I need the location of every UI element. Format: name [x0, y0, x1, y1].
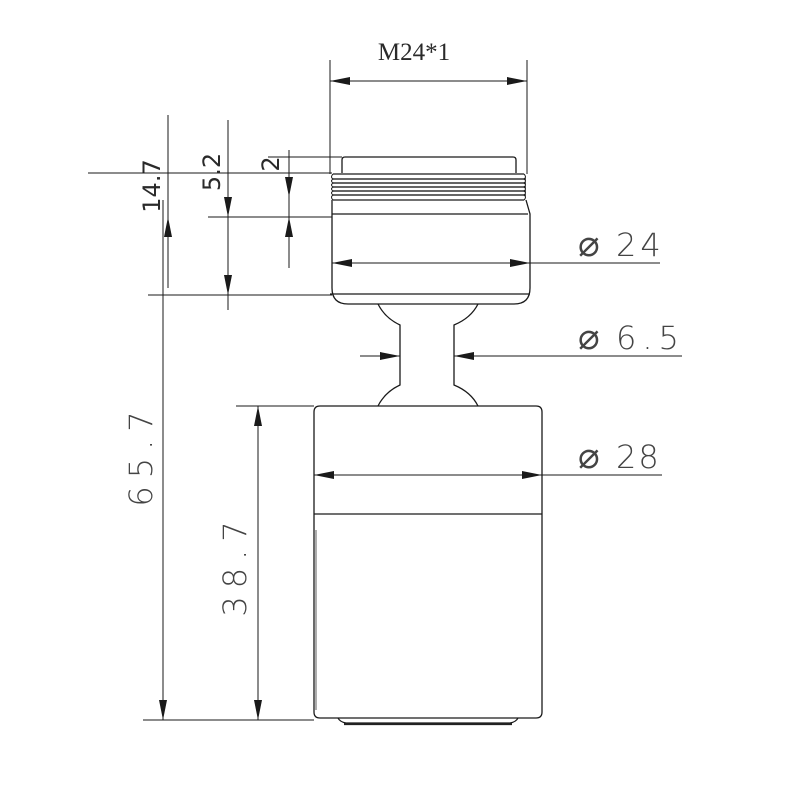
thread-label: M24*1: [378, 39, 450, 66]
dimension-overall-height: 65.7: [122, 200, 167, 720]
body-diameter-value: 28: [616, 438, 661, 476]
neck-right: [453, 303, 479, 407]
top-section-height-label: 14.7: [138, 159, 166, 212]
dimension-top-diameter: ⌀ 24: [332, 224, 665, 267]
neck-diameter-value: 6.5: [616, 319, 685, 357]
outlet-rim: [337, 717, 519, 724]
top-collar: [331, 199, 531, 305]
extension-lines: [88, 156, 342, 721]
dimension-body-height: 38.7: [216, 406, 262, 720]
dimension-cap-lip-height: 2: [257, 150, 293, 268]
thread-section-height-label: 5.2: [198, 153, 226, 191]
top-diameter-symbol: ⌀: [578, 224, 600, 265]
lower-body: [313, 405, 543, 719]
cap-lip-height-label: 2: [257, 156, 285, 171]
body-diameter-symbol: ⌀: [578, 436, 600, 477]
thread-band: [331, 173, 526, 201]
dimension-neck-diameter: ⌀ 6.5: [360, 317, 685, 360]
dimension-thread-section-height: 5.2: [198, 120, 232, 310]
neck-left: [377, 303, 401, 407]
top-diameter-value: 24: [616, 226, 665, 264]
neck-diameter-symbol: ⌀: [578, 317, 600, 358]
dimension-thread: M24*1: [329, 39, 528, 174]
overall-height-label: 65.7: [122, 403, 160, 506]
body-height-label: 38.7: [216, 513, 254, 616]
dimension-top-section-height: 14.7: [138, 115, 172, 288]
part-outline: [313, 156, 543, 726]
dimension-body-diameter: ⌀ 28: [314, 436, 662, 479]
cap-lip: [341, 156, 517, 173]
